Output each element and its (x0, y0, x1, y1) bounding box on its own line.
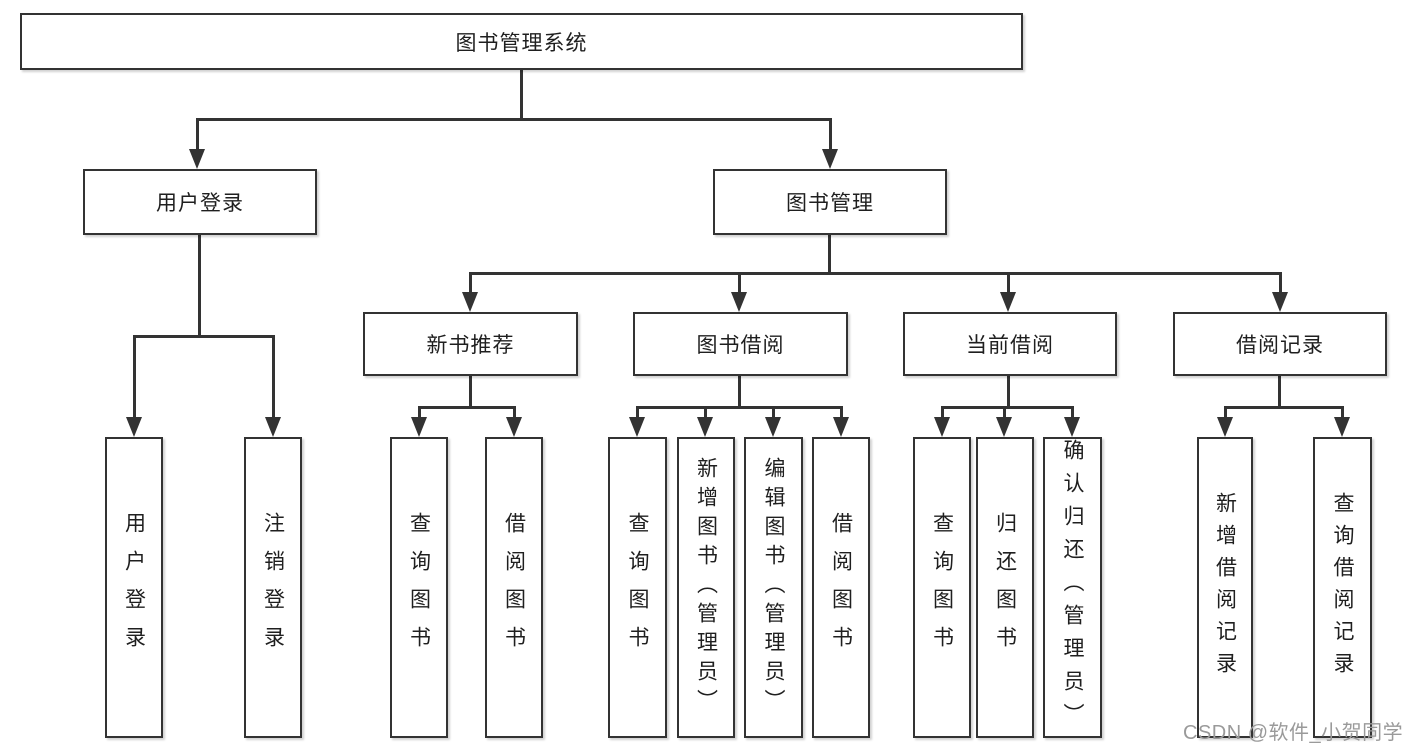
leaf-logout: 注销登录 (244, 437, 302, 738)
arrowhead-leaf-logout (265, 417, 281, 437)
connector-current-borrow-stem (1007, 376, 1010, 406)
arrowhead-nb-borrow (506, 417, 522, 437)
leaf-cb-confirm-return-admin-label: 确认归还（管理员） (1061, 439, 1084, 736)
leaf-bb-borrow-books-label: 借阅图书 (829, 511, 853, 664)
connector-book-management-stem (828, 234, 831, 272)
connector-book-borrow-stem (738, 376, 741, 406)
connector-drop-bb-add (704, 406, 707, 420)
connector-drop-cb-query (941, 406, 944, 420)
connector-drop-user-login (196, 118, 199, 152)
leaf-logout-label: 注销登录 (261, 511, 285, 664)
arrowhead-leaf-user-login (126, 417, 142, 437)
leaf-cb-confirm-return-admin: 确认归还（管理员） (1043, 437, 1102, 738)
arrowhead-book-management (822, 149, 838, 169)
arrowhead-borrow-records (1272, 292, 1288, 312)
leaf-nb-borrow-books-label: 借阅图书 (502, 511, 526, 664)
node-borrow-records: 借阅记录 (1173, 312, 1387, 376)
leaf-bb-edit-books-admin-label: 编辑图书（管理员） (762, 457, 785, 718)
connector-root-branch (196, 118, 832, 121)
connector-drop-nb-query (418, 406, 421, 420)
leaf-nb-query-books-label: 查询图书 (407, 511, 431, 664)
leaf-br-query-record: 查询借阅记录 (1313, 437, 1372, 738)
arrowhead-bb-add (697, 417, 713, 437)
leaf-cb-query-books: 查询图书 (913, 437, 971, 738)
arrowhead-br-query (1334, 417, 1350, 437)
leaf-br-query-record-label: 查询借阅记录 (1331, 491, 1354, 684)
node-current-borrow-label: 当前借阅 (966, 334, 1054, 357)
leaf-br-add-record: 新增借阅记录 (1197, 437, 1253, 738)
connector-drop-borrow-records (1279, 272, 1282, 294)
leaf-user-login: 用户登录 (105, 437, 163, 738)
leaf-bb-query-books-label: 查询图书 (626, 511, 649, 664)
connector-drop-book-borrow (738, 272, 741, 294)
leaf-nb-query-books: 查询图书 (390, 437, 448, 738)
connector-drop-leaf-logout (272, 335, 275, 419)
connector-drop-nb-borrow (513, 406, 516, 420)
leaf-bb-borrow-books: 借阅图书 (812, 437, 870, 738)
node-book-management: 图书管理 (713, 169, 947, 235)
connector-borrow-records-stem (1278, 376, 1281, 406)
connector-drop-bb-query (636, 406, 639, 420)
node-user-login-label: 用户登录 (156, 192, 244, 215)
leaf-cb-query-books-label: 查询图书 (930, 511, 954, 664)
leaf-bb-query-books: 查询图书 (608, 437, 667, 738)
node-new-book-recommend: 新书推荐 (363, 312, 578, 376)
node-new-book-recommend-label: 新书推荐 (426, 334, 515, 357)
arrowhead-cb-confirm (1064, 417, 1080, 437)
connector-drop-book-management (829, 118, 832, 152)
arrowhead-nb-query (411, 417, 427, 437)
connector-user-login-branch (133, 335, 275, 338)
arrowhead-br-add (1217, 417, 1233, 437)
node-borrow-records-label: 借阅记录 (1236, 334, 1324, 357)
node-user-login: 用户登录 (83, 169, 317, 235)
arrowhead-new-book (462, 292, 478, 312)
node-book-borrow: 图书借阅 (633, 312, 848, 376)
connector-drop-cb-confirm (1071, 406, 1074, 420)
connector-drop-br-query (1341, 406, 1344, 420)
connector-book-management-branch (469, 272, 1282, 275)
connector-borrow-records-branch (1224, 406, 1344, 409)
watermark: CSDN @软件_小贺同学 (1183, 722, 1404, 744)
connector-drop-bb-edit (772, 406, 775, 420)
arrowhead-bb-borrow (833, 417, 849, 437)
node-current-borrow: 当前借阅 (903, 312, 1117, 376)
connector-book-borrow-branch (636, 406, 843, 409)
node-library-system: 图书管理系统 (20, 13, 1023, 70)
connector-user-login-stem (198, 234, 201, 335)
arrowhead-bb-edit (765, 417, 781, 437)
leaf-user-login-label: 用户登录 (122, 511, 146, 664)
connector-current-borrow-branch (941, 406, 1074, 409)
connector-drop-br-add (1224, 406, 1227, 420)
arrowhead-current-borrow (1000, 292, 1016, 312)
leaf-br-add-record-label: 新增借阅记录 (1213, 491, 1237, 684)
node-book-borrow-label: 图书借阅 (696, 334, 785, 357)
leaf-bb-edit-books-admin: 编辑图书（管理员） (744, 437, 803, 738)
node-book-management-label: 图书管理 (786, 192, 874, 215)
arrowhead-user-login (189, 149, 205, 169)
arrowhead-book-borrow (731, 292, 747, 312)
arrowhead-cb-return (996, 417, 1012, 437)
arrowhead-cb-query (934, 417, 950, 437)
leaf-nb-borrow-books: 借阅图书 (485, 437, 543, 738)
leaf-cb-return-books: 归还图书 (976, 437, 1034, 738)
connector-drop-leaf-user-login (133, 335, 136, 419)
connector-new-book-branch (418, 406, 516, 409)
leaf-cb-return-books-label: 归还图书 (993, 511, 1017, 664)
arrowhead-bb-query (629, 417, 645, 437)
connector-drop-cb-return (1003, 406, 1006, 420)
leaf-bb-add-books-admin-label: 新增图书（管理员） (694, 457, 718, 718)
node-library-system-label: 图书管理系统 (455, 31, 588, 55)
connector-drop-bb-borrow (840, 406, 843, 420)
connector-root-stem (520, 70, 523, 118)
connector-new-book-stem (469, 376, 472, 406)
connector-drop-current-borrow (1007, 272, 1010, 294)
connector-drop-new-book (469, 272, 472, 294)
leaf-bb-add-books-admin: 新增图书（管理员） (677, 437, 735, 738)
